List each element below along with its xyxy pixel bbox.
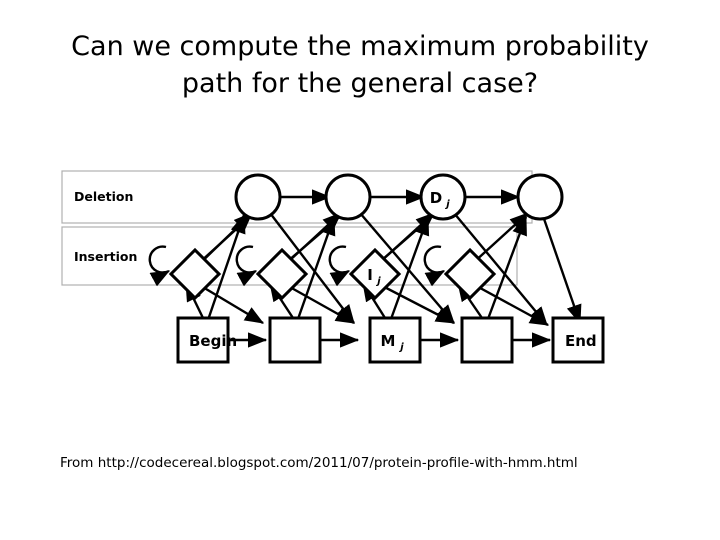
hmm-diagram: D j I j Begin M j — [58, 155, 658, 390]
source-attribution: From http://codecereal.blogspot.com/2011… — [60, 455, 578, 471]
insert-node-sub: j — [375, 276, 381, 287]
delete-node-label: D — [430, 189, 442, 207]
delete-node-sub: j — [444, 199, 450, 210]
deletion-row-label: Deletion — [74, 189, 133, 204]
match-node-sub: j — [398, 342, 404, 353]
title-line-1: Can we compute the maximum probability — [71, 31, 649, 62]
match-node-label: M — [381, 332, 396, 350]
deletion-nodes: D j — [234, 173, 564, 221]
match-nodes: Begin M j End — [176, 316, 605, 364]
insertion-row-label: Insertion — [74, 249, 137, 264]
insertion-nodes: I j — [168, 247, 497, 301]
end-node-label: End — [565, 332, 597, 350]
insert-node-label: I — [367, 266, 373, 284]
begin-node-label: Begin — [189, 332, 237, 350]
title-line-2: path for the general case? — [181, 68, 539, 100]
page-title: Can we compute the maximum probability p… — [40, 28, 680, 103]
insertion-self-loops — [148, 245, 446, 287]
